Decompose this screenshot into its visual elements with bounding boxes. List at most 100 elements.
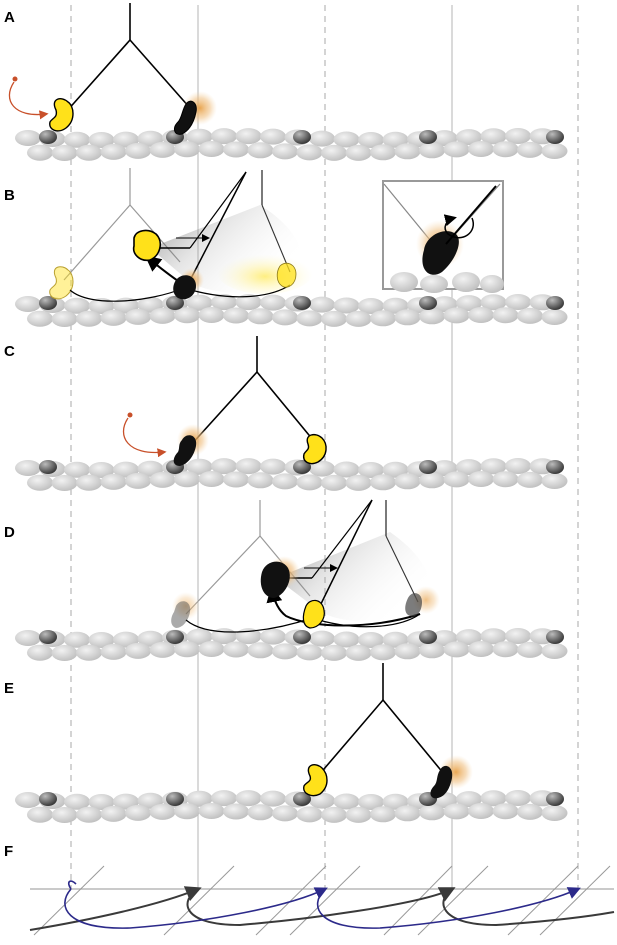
actin-bead bbox=[431, 130, 458, 147]
actin-bead bbox=[370, 806, 396, 823]
actin-bead bbox=[517, 803, 543, 820]
actin-bead bbox=[492, 641, 519, 658]
actin-binding-site bbox=[39, 130, 57, 144]
actin-bead bbox=[149, 471, 176, 488]
actin-bead bbox=[27, 806, 53, 823]
actin-bead bbox=[382, 461, 409, 478]
actin-bead bbox=[51, 475, 78, 491]
trajectory-dark bbox=[186, 887, 456, 927]
actin-bead bbox=[186, 628, 213, 645]
neck-lever bbox=[382, 699, 445, 775]
actin-bead bbox=[15, 460, 41, 476]
actin-bead bbox=[125, 142, 151, 159]
actin-binding-site bbox=[39, 792, 57, 806]
actin-bead bbox=[64, 131, 90, 148]
actin-bead bbox=[15, 130, 41, 146]
actin-bead bbox=[492, 307, 519, 324]
actin-bead bbox=[260, 458, 286, 475]
hatch-line bbox=[289, 865, 361, 936]
actin-bead bbox=[211, 128, 237, 145]
actin-bead bbox=[51, 807, 78, 823]
start-hook bbox=[68, 880, 77, 890]
neck-lever-ghost bbox=[63, 204, 131, 281]
actin-filament bbox=[15, 628, 568, 661]
actin-bead bbox=[468, 471, 494, 487]
actin-bead bbox=[15, 296, 41, 312]
actin-bead bbox=[186, 790, 213, 807]
actin-binding-site bbox=[39, 296, 57, 310]
motor-head-black-ghost bbox=[171, 601, 191, 628]
actin-bead bbox=[480, 628, 507, 645]
actin-bead bbox=[272, 473, 298, 490]
diagonal-hatches bbox=[33, 865, 611, 936]
inset-lever bbox=[445, 185, 497, 245]
panel-a: A bbox=[4, 3, 217, 135]
actin-bead bbox=[517, 641, 543, 658]
actin-bead bbox=[443, 641, 470, 658]
actin-bead bbox=[186, 294, 213, 311]
actin-bead bbox=[456, 129, 482, 146]
actin-bead bbox=[492, 141, 519, 158]
motor-head-black bbox=[260, 561, 290, 598]
actin-bead bbox=[492, 803, 519, 820]
actin-bead bbox=[333, 297, 360, 314]
actin-bead bbox=[296, 144, 323, 161]
neck-lever-target bbox=[311, 499, 373, 579]
actin-bead bbox=[51, 145, 78, 161]
inset-actin-bead bbox=[420, 275, 448, 293]
actin-bead bbox=[260, 628, 286, 645]
actin-bead bbox=[443, 471, 470, 488]
actin-bead bbox=[358, 794, 384, 810]
neck-lever bbox=[129, 39, 191, 109]
actin-binding-site bbox=[166, 296, 184, 310]
actin-bead bbox=[149, 803, 176, 820]
atp-binding-arrow bbox=[123, 417, 167, 458]
panel-d: D bbox=[4, 499, 440, 633]
trajectory-dark bbox=[442, 888, 615, 927]
actin-bead bbox=[247, 804, 274, 821]
actin-bead bbox=[235, 790, 262, 807]
actin-bead bbox=[272, 643, 298, 660]
inset-detail bbox=[382, 180, 504, 293]
neck-lever-target bbox=[261, 204, 291, 273]
actin-bead bbox=[198, 471, 225, 487]
actin-bead bbox=[88, 298, 115, 314]
panel-letter-a: A bbox=[4, 9, 15, 26]
actin-bead bbox=[113, 631, 139, 648]
actin-bead bbox=[211, 294, 237, 311]
actin-bead bbox=[370, 144, 396, 161]
neck-lever-target bbox=[189, 171, 247, 249]
actin-bead bbox=[468, 803, 494, 819]
actin-bead bbox=[321, 144, 347, 161]
atp-molecule bbox=[12, 76, 18, 82]
actin-bead bbox=[468, 141, 494, 157]
actin-bead bbox=[88, 462, 115, 478]
actin-binding-site bbox=[166, 792, 184, 806]
actin-bead bbox=[345, 310, 372, 327]
motor-head-black bbox=[173, 435, 197, 466]
actin-bead bbox=[51, 311, 78, 327]
inset-actin-bead bbox=[480, 275, 504, 293]
actin-bead bbox=[211, 458, 237, 475]
actin-bead bbox=[505, 128, 531, 144]
actin-bead bbox=[198, 641, 225, 657]
actin-binding-site bbox=[546, 130, 564, 144]
actin-binding-site bbox=[419, 296, 437, 310]
actin-bead bbox=[235, 294, 262, 311]
neck-lever bbox=[314, 499, 373, 617]
actin-bead bbox=[321, 806, 347, 823]
actin-bead bbox=[247, 308, 274, 325]
actin-bead bbox=[309, 460, 335, 477]
actin-binding-site bbox=[546, 630, 564, 644]
panel-letter-b: B bbox=[4, 187, 15, 204]
actin-bead bbox=[431, 296, 458, 313]
panel-letter-e: E bbox=[4, 680, 14, 697]
actin-bead bbox=[345, 474, 372, 491]
motor-head-black bbox=[430, 765, 453, 799]
actin-bead bbox=[64, 793, 90, 810]
motor-head-yellow bbox=[303, 764, 328, 797]
actin-bead bbox=[125, 308, 151, 325]
actin-bead bbox=[223, 803, 249, 820]
motor-head-yellow bbox=[303, 433, 327, 465]
